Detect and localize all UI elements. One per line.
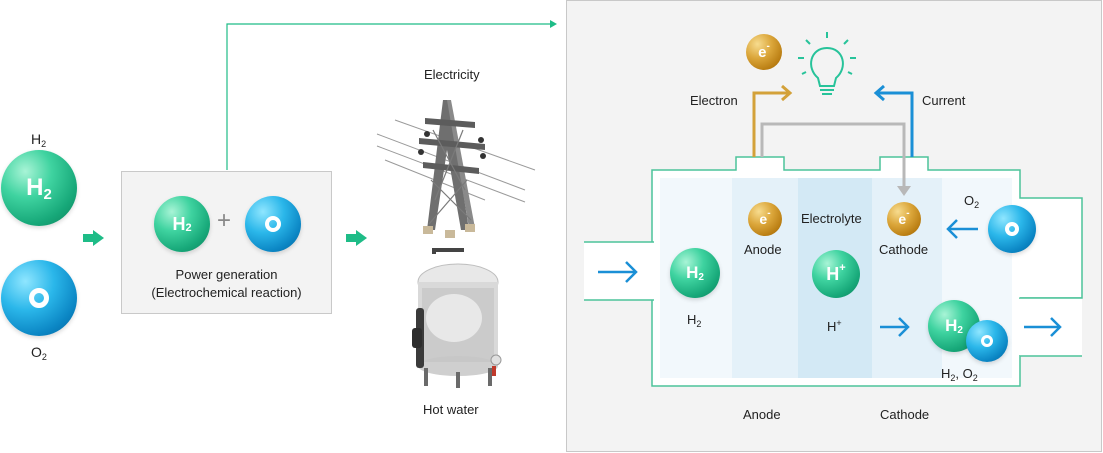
electron-ball-sup: - — [766, 40, 770, 52]
hydrogen-ball-sub: 2 — [43, 185, 52, 203]
electricity-label: Electricity — [424, 67, 480, 82]
oxygen-molecule-icon — [1, 260, 77, 336]
green-arrow-icon — [83, 230, 104, 246]
power-tower-icon — [376, 100, 536, 238]
anode-electron-icon: e- — [748, 202, 782, 236]
output-label-h: H — [941, 366, 951, 381]
cathode-inner-label: Cathode — [879, 242, 929, 257]
cell-h2-sub: 2 — [698, 271, 704, 283]
process-title-line2: (Electrochemical reaction) — [151, 285, 302, 300]
output-h2-sub: 2 — [957, 324, 963, 336]
hot-water-label: Hot water — [423, 402, 479, 417]
cell-h2-main: H — [686, 263, 699, 282]
anode-inner-label: Anode — [744, 242, 782, 257]
o2-input-label-sub: 2 — [41, 352, 47, 362]
output-label-o-sub: 2 — [972, 373, 978, 383]
process-title-line1: Power generation — [175, 267, 278, 282]
h2-input-label: H2 — [31, 131, 47, 149]
cathode-e-sup: - — [906, 207, 910, 219]
cell-o2-label: O2 — [964, 193, 980, 210]
h2-input-label-sub: 2 — [41, 139, 47, 149]
electron-ball-icon: e- — [746, 34, 782, 70]
cell-h2-label-main: H — [687, 312, 697, 327]
process-h2-sub: 2 — [185, 222, 192, 234]
bottom-anode-label: Anode — [743, 407, 781, 422]
bottom-cathode-label: Cathode — [880, 407, 930, 422]
connector-line — [226, 20, 557, 170]
process-oxygen-icon — [245, 196, 301, 252]
electron-label: Electron — [690, 93, 738, 108]
proton-icon: H+ — [812, 250, 860, 298]
electrolyte-label: Electrolyte — [801, 211, 862, 226]
cell-o2-sub: 2 — [974, 200, 980, 210]
proton-label-main: H — [827, 319, 837, 334]
anode-e-text: e — [759, 211, 768, 227]
electron-ball-text: e — [758, 43, 767, 61]
cell-oxygen-icon — [988, 205, 1036, 253]
cathode-electron-icon: e- — [887, 202, 921, 236]
cell-o2-main: O — [964, 193, 975, 208]
current-label: Current — [922, 93, 966, 108]
hydrogen-ball-main: H — [26, 174, 44, 201]
plus-sign: + — [217, 207, 232, 234]
lightbulb-icon — [798, 32, 856, 95]
proton-sup: + — [839, 262, 846, 274]
output-label: H2, O2 — [941, 366, 978, 383]
proton-label: H+ — [827, 318, 842, 334]
anode-e-sup: - — [767, 207, 771, 219]
hot-water-tank-icon — [412, 248, 502, 388]
o2-input-label-main: O — [31, 344, 42, 360]
proton-label-sup: + — [836, 318, 842, 328]
output-label-h-sub: 2 — [950, 373, 956, 383]
h2-input-label-main: H — [31, 131, 42, 147]
cell-h2-label: H2 — [687, 312, 702, 329]
cathode-e-text: e — [898, 211, 907, 227]
cell-h2-label-sub: 2 — [696, 319, 702, 329]
process-h2-main: H — [172, 213, 186, 234]
proton-main: H — [826, 263, 840, 284]
output-oxygen-icon — [966, 320, 1008, 362]
o2-input-label: O2 — [31, 344, 47, 362]
output-label-sep: , O — [955, 366, 973, 381]
green-arrow-icon — [346, 230, 367, 246]
output-h2-main: H — [945, 316, 958, 335]
